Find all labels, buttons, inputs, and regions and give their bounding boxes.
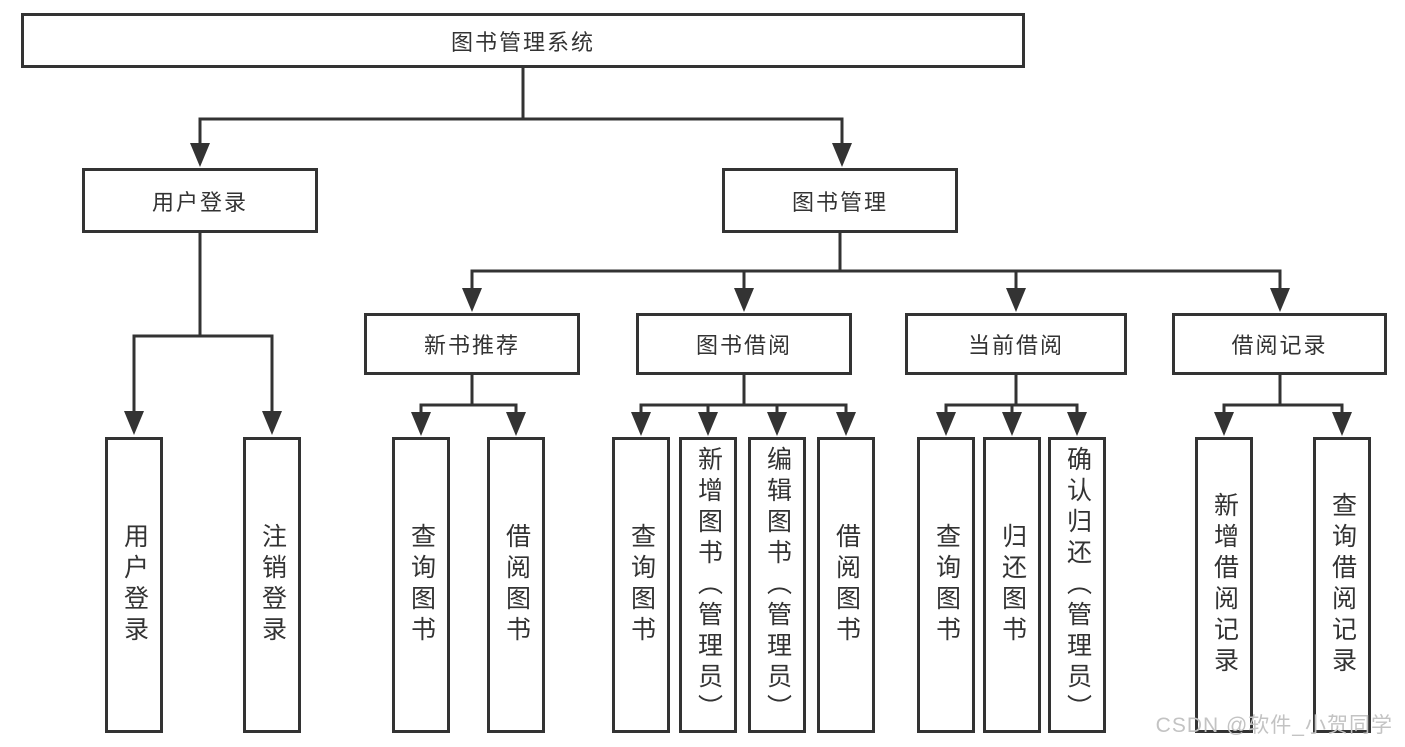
leaf-query-borrow-record: 查询借阅记录	[1313, 437, 1371, 733]
leaf-label: 新增借阅记录	[1210, 492, 1239, 678]
node-borrow-records: 借阅记录	[1172, 313, 1387, 375]
leaf-query-books-recommend: 查询图书	[392, 437, 450, 733]
leaf-label: 借阅图书	[832, 523, 861, 647]
leaf-add-books-admin: 新增图书（管理员）	[679, 437, 737, 733]
leaf-label: 编辑图书（管理员）	[763, 445, 792, 725]
leaf-confirm-return-admin: 确认归还（管理员）	[1048, 437, 1106, 733]
leaf-label: 借阅图书	[502, 523, 531, 647]
leaf-borrow-books-recommend: 借阅图书	[487, 437, 545, 733]
node-label: 用户登录	[151, 189, 248, 215]
arrowhead-icons	[124, 143, 1352, 436]
leaf-label: 查询借阅记录	[1328, 492, 1357, 678]
node-label: 图书管理系统	[450, 29, 595, 55]
node-current-borrow: 当前借阅	[905, 313, 1127, 375]
node-label: 借阅记录	[1231, 333, 1328, 358]
node-new-book-recommend: 新书推荐	[364, 313, 580, 375]
leaf-label: 新增图书（管理员）	[694, 445, 723, 725]
node-label: 图书管理	[791, 189, 888, 215]
leaf-query-books-borrow: 查询图书	[612, 437, 670, 733]
leaf-label: 归还图书	[998, 523, 1027, 647]
node-user-login: 用户登录	[82, 168, 318, 233]
node-label: 新书推荐	[423, 333, 520, 358]
leaf-user-login: 用户登录	[105, 437, 163, 733]
leaf-label: 用户登录	[120, 523, 149, 647]
node-library-management-system: 图书管理系统	[21, 13, 1025, 68]
leaf-label: 查询图书	[627, 523, 656, 647]
node-label: 图书借阅	[695, 333, 792, 358]
leaf-edit-books-admin: 编辑图书（管理员）	[748, 437, 806, 733]
node-book-borrow: 图书借阅	[636, 313, 852, 375]
leaf-return-books: 归还图书	[983, 437, 1041, 733]
leaf-label: 确认归还（管理员）	[1063, 445, 1092, 725]
csdn-watermark: CSDN @软件_小贺同学	[1155, 714, 1393, 737]
leaf-query-books-current: 查询图书	[917, 437, 975, 733]
leaf-label: 查询图书	[932, 523, 961, 647]
leaf-add-borrow-record: 新增借阅记录	[1195, 437, 1253, 733]
leaf-logout-login: 注销登录	[243, 437, 301, 733]
node-book-management: 图书管理	[722, 168, 958, 233]
leaf-borrow-books-borrow: 借阅图书	[817, 437, 875, 733]
node-label: 当前借阅	[967, 333, 1064, 358]
leaf-label: 查询图书	[407, 523, 436, 647]
leaf-label: 注销登录	[258, 523, 287, 647]
